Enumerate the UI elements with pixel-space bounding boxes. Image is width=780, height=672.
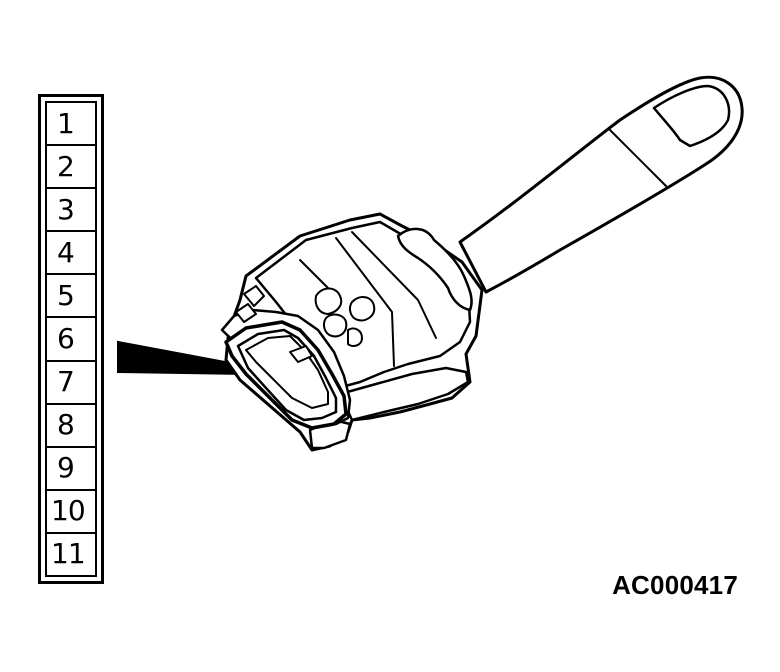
- pin-cell-4: 4: [47, 232, 95, 276]
- pin-cell-1: 1: [47, 103, 95, 147]
- connector-pin-table: 1 2 3 4 5 6 7 8 9 10 11: [38, 94, 104, 584]
- connector-pin-grid: 1 2 3 4 5 6 7 8 9 10 11: [45, 101, 97, 577]
- pin-cell-10: 10: [47, 491, 95, 534]
- pin-cell-3: 3: [47, 189, 95, 233]
- pin-cell-9: 9: [47, 448, 95, 491]
- pin-cell-6: 6: [47, 318, 95, 362]
- pin-cell-7: 7: [47, 362, 95, 405]
- pin-cell-11: 11: [51, 537, 86, 571]
- combination-switch-icon: [220, 75, 744, 452]
- pin-cell-8: 8: [47, 405, 95, 448]
- pin-cell-2: 2: [47, 146, 95, 190]
- pin-cell-5: 5: [47, 275, 95, 319]
- reference-code: AC000417: [612, 570, 738, 600]
